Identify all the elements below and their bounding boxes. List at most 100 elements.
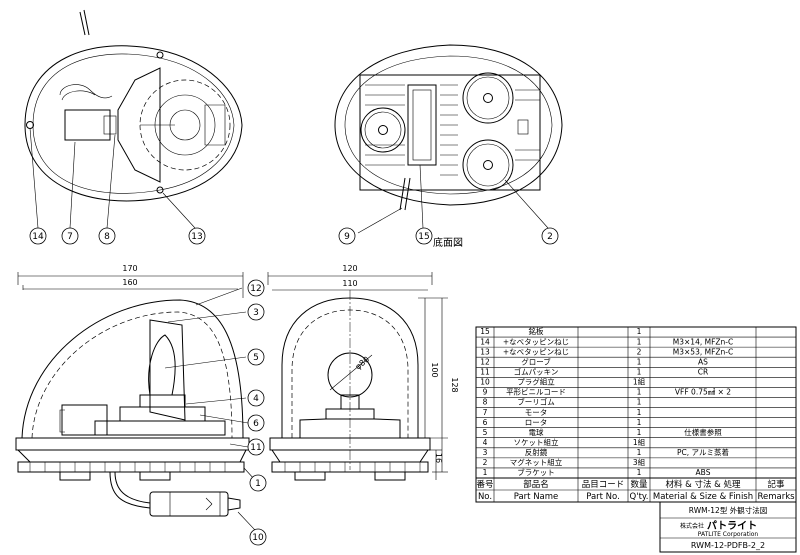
cell-material: ABS [696, 468, 711, 477]
cell-qty: 3組 [633, 457, 646, 467]
col-no-jp: 番号 [476, 479, 493, 490]
col-code-en: Part No. [586, 492, 620, 502]
col-material-jp: 材料 & 寸法 & 処理 [665, 479, 741, 490]
bottom-view-ribs [365, 84, 540, 176]
dim-110: 110 [342, 279, 357, 288]
col-code-jp: 品目コード [582, 480, 625, 490]
cell-part-name: 反射鏡 [525, 447, 548, 457]
cell-part-name: +なべタッピンねじ [503, 347, 569, 356]
table-row-lines [476, 336, 796, 469]
col-qty-jp: 数量 [630, 479, 648, 490]
svg-text:14: 14 [32, 232, 44, 242]
balloon-6: 6 [247, 414, 265, 432]
cell-part-name: ブーリゴム [517, 397, 555, 407]
cell-no: 13 [480, 347, 490, 356]
cell-qty: 1 [637, 388, 642, 397]
svg-text:9: 9 [344, 232, 350, 242]
svg-text:5: 5 [253, 353, 259, 363]
dim-16: 16 [434, 453, 443, 463]
cell-part-name: ブラケット [517, 467, 555, 477]
cell-no: 9 [483, 388, 488, 397]
company-prefix: 株式会社 [680, 522, 704, 530]
cell-qty: 1 [637, 418, 642, 427]
cell-no: 12 [480, 357, 490, 366]
svg-text:2: 2 [547, 232, 553, 242]
drawing-title: RWM-12型 外観寸法図 [689, 505, 767, 515]
balloon-13: 13 [188, 227, 206, 245]
balloon-3: 3 [247, 303, 265, 321]
cell-qty: 1 [637, 357, 642, 366]
drawing-number: RWM-12-PDFB-2_2 [691, 541, 765, 550]
cell-qty: 1 [637, 448, 642, 457]
cell-qty: 1 [637, 468, 642, 477]
cell-no: 10 [480, 378, 490, 387]
cell-part-name: マグネット組立 [510, 457, 563, 467]
front-view [267, 272, 448, 481]
title-block: RWM-12型 外観寸法図 株式会社 パトライト PATLITE Corpora… [659, 501, 797, 553]
dim-128: 128 [450, 377, 459, 392]
col-no-en: No. [478, 492, 492, 502]
svg-text:15: 15 [418, 232, 429, 242]
balloon-12: 12 [247, 279, 265, 297]
cell-qty: 1 [637, 327, 642, 336]
cell-part-name: グローブ [521, 356, 551, 366]
cell-no: 11 [480, 368, 490, 377]
cell-material: PC, アルミ蒸着 [677, 447, 729, 457]
balloon-14: 14 [29, 227, 47, 245]
cell-material: M3×14, MFZn-C [673, 337, 733, 346]
balloon-15: 15 [415, 227, 433, 245]
svg-text:10: 10 [252, 533, 264, 543]
dimension-labels: 170 160 120 110 100 128 φ80 16 [122, 264, 459, 463]
cell-part-name: 電球 [529, 427, 544, 437]
cell-no: 4 [483, 438, 488, 447]
svg-text:4: 4 [253, 394, 259, 404]
bottom-view: 底面図 [334, 44, 563, 249]
top-view [24, 9, 243, 229]
balloon-4: 4 [247, 389, 265, 407]
col-name-jp: 部品名 [523, 479, 549, 490]
col-remarks-jp: 記事 [767, 479, 785, 490]
dim-160: 160 [122, 278, 137, 287]
cell-no: 15 [480, 327, 490, 336]
company-name-en: PATLITE Corporation [698, 531, 759, 538]
dim-phi80: φ80 [354, 355, 372, 372]
cell-part-name: 銘板 [529, 326, 544, 336]
cell-part-name: プラグ組立 [517, 377, 555, 387]
svg-text:8: 8 [104, 232, 110, 242]
cell-material: M3×53, MFZn-C [673, 347, 733, 356]
table-row: 13 +なべタッピンねじ 2 M3×53, MFZn-C [480, 347, 733, 356]
balloon-5: 5 [247, 348, 265, 366]
cell-no: 7 [483, 408, 488, 417]
cell-material: 仕様書参照 [684, 427, 722, 437]
balloon-2: 2 [541, 227, 559, 245]
cell-qty: 1 [637, 368, 642, 377]
company-name-jp: パトライト [707, 520, 757, 532]
col-remarks-en: Remarks [757, 492, 795, 502]
cell-qty: 1組 [633, 437, 646, 447]
balloon-1: 1 [249, 474, 267, 492]
cell-part-name: ロータ [525, 418, 548, 427]
balloon-10: 10 [249, 528, 267, 546]
col-qty-en: Q'ty. [630, 492, 649, 502]
cell-qty: 1 [637, 408, 642, 417]
bottom-view-label: 底面図 [433, 236, 463, 249]
table-row: 15 銘板 1 [480, 326, 641, 336]
cell-part-name: +なべタッピンねじ [503, 337, 569, 346]
balloon-8: 8 [98, 227, 116, 245]
cell-qty: 2 [637, 347, 642, 356]
